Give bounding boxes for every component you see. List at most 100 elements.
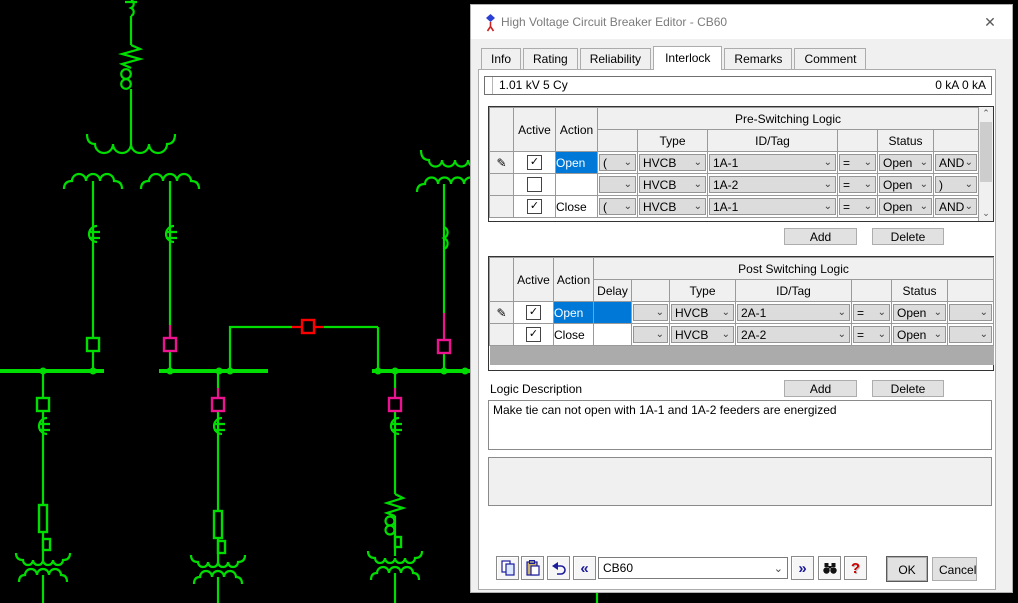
col-status: Status <box>877 129 934 152</box>
active-checkbox[interactable]: ✓ <box>526 305 541 320</box>
post-delete-button[interactable]: Delete <box>872 380 944 397</box>
operator-dropdown[interactable]: =⌄ <box>839 154 876 171</box>
status-dropdown[interactable]: Open⌄ <box>893 304 946 321</box>
three-winding-transformer[interactable] <box>62 133 201 190</box>
andor-dropdown[interactable]: AND⌄ <box>935 154 977 171</box>
chevron-down-icon: ⌄ <box>721 306 730 318</box>
tab-info[interactable]: Info <box>481 48 522 69</box>
table-row[interactable]: ⌄ HVCB⌄ 1A-2⌄ =⌄ Open⌄ )⌄ <box>489 173 979 196</box>
table-row[interactable]: ✎ ✓ Open ⌄ HVCB⌄ 2A-1⌄ =⌄ Open⌄ ⌄ <box>489 301 995 324</box>
tab-reliability[interactable]: Reliability <box>579 48 652 69</box>
undo-button[interactable] <box>547 556 570 580</box>
type-dropdown[interactable]: HVCB⌄ <box>639 154 706 171</box>
post-add-button[interactable]: Add <box>784 380 857 397</box>
table-row[interactable]: ✎ ✓ Open (⌄ HVCB⌄ 1A-1⌄ =⌄ Open⌄ AND⌄ <box>489 151 979 174</box>
titlebar[interactable]: High Voltage Circuit Breaker Editor - CB… <box>471 5 1012 39</box>
active-checkbox[interactable]: ✓ <box>527 155 542 170</box>
paren-dropdown[interactable]: ⌄ <box>633 304 668 321</box>
idtag-dropdown[interactable]: 2A-2⌄ <box>737 326 850 343</box>
action-cell[interactable]: Close <box>553 323 594 346</box>
scroll-thumb[interactable] <box>980 122 992 182</box>
active-checkbox[interactable]: ✓ <box>526 327 541 342</box>
help-button[interactable]: ? <box>844 556 867 580</box>
andor-dropdown[interactable]: ⌄ <box>949 326 993 343</box>
delay-cell[interactable] <box>593 323 632 346</box>
idtag-dropdown[interactable]: 1A-1⌄ <box>709 198 836 215</box>
scroll-down-icon[interactable]: ⌄ <box>982 208 990 218</box>
tie-breaker-CB60[interactable] <box>228 318 380 371</box>
action-cell[interactable]: Close <box>555 195 598 218</box>
paste-button[interactable] <box>521 556 544 580</box>
action-cell[interactable] <box>555 173 598 196</box>
andor-dropdown[interactable]: )⌄ <box>935 176 977 193</box>
pre-add-button[interactable]: Add <box>784 228 857 245</box>
chevron-down-icon: ⌄ <box>964 200 973 212</box>
element-combo[interactable]: CB60 ⌄ <box>598 557 788 579</box>
logic-description-text[interactable]: Make tie can not open with 1A-1 and 1A-2… <box>488 400 992 450</box>
col-action: Action <box>553 257 594 302</box>
breaker-open-green <box>85 336 101 353</box>
right-transformer-branch[interactable] <box>415 149 483 371</box>
tab-comment[interactable]: Comment <box>794 48 867 69</box>
type-dropdown[interactable]: HVCB⌄ <box>671 326 734 343</box>
andor-dropdown[interactable]: AND⌄ <box>935 198 977 215</box>
active-checkbox[interactable] <box>527 177 542 192</box>
pre-grid-scrollbar[interactable]: ⌃ ⌄ <box>978 107 993 221</box>
operator-dropdown[interactable]: =⌄ <box>839 198 876 215</box>
delay-cell[interactable] <box>593 301 632 324</box>
breaker-red-selected <box>300 318 316 335</box>
active-checkbox[interactable]: ✓ <box>527 199 542 214</box>
status-dropdown[interactable]: Open⌄ <box>879 176 932 193</box>
idtag-dropdown[interactable]: 2A-1⌄ <box>737 304 850 321</box>
idtag-dropdown[interactable]: 1A-1⌄ <box>709 154 836 171</box>
pre-delete-button[interactable]: Delete <box>872 228 944 245</box>
prev-icon: « <box>580 559 589 577</box>
rating-status-bar: 1.01 kV 5 Cy 0 kA 0 kA <box>484 76 992 95</box>
type-dropdown[interactable]: HVCB⌄ <box>639 198 706 215</box>
binoculars-icon <box>822 563 837 574</box>
feeder-left[interactable] <box>14 371 72 603</box>
action-cell[interactable]: Open <box>555 151 598 174</box>
feeder-right[interactable] <box>366 371 424 603</box>
bus-node-dots <box>39 367 469 375</box>
type-dropdown[interactable]: HVCB⌄ <box>671 304 734 321</box>
tab-rating[interactable]: Rating <box>523 48 578 69</box>
next-element-button[interactable]: » <box>791 556 814 580</box>
ok-button[interactable]: OK <box>887 557 927 581</box>
incomer-1A-1[interactable] <box>85 181 102 371</box>
col-idtag: ID/Tag <box>707 129 838 152</box>
close-icon[interactable]: ✕ <box>984 14 996 30</box>
paren-dropdown[interactable]: ⌄ <box>599 176 636 193</box>
utility-source-branch[interactable] <box>117 0 145 144</box>
operator-dropdown[interactable]: =⌄ <box>853 304 890 321</box>
find-button[interactable] <box>818 556 841 580</box>
tab-remarks[interactable]: Remarks <box>724 48 793 69</box>
status-dropdown[interactable]: Open⌄ <box>879 154 932 171</box>
operator-dropdown[interactable]: =⌄ <box>839 176 876 193</box>
chevron-down-icon: ⌄ <box>623 156 632 168</box>
col-active: Active <box>513 257 554 302</box>
previous-element-button[interactable]: « <box>573 556 596 580</box>
col-active: Active <box>513 107 556 152</box>
operator-dropdown[interactable]: =⌄ <box>853 326 890 343</box>
table-row[interactable]: ✓ Close ⌄ HVCB⌄ 2A-2⌄ =⌄ Open⌄ ⌄ <box>489 323 995 346</box>
andor-dropdown[interactable]: ⌄ <box>949 304 993 321</box>
action-cell[interactable]: Open <box>553 301 594 324</box>
feeder-middle[interactable] <box>189 371 247 603</box>
incomer-1A-2[interactable] <box>162 181 179 371</box>
idtag-dropdown[interactable]: 1A-2⌄ <box>709 176 836 193</box>
tab-strip: Info Rating Reliability Interlock Remark… <box>481 46 868 74</box>
status-dropdown[interactable]: Open⌄ <box>893 326 946 343</box>
paren-dropdown[interactable]: ⌄ <box>633 326 668 343</box>
scroll-up-icon[interactable]: ⌃ <box>982 108 990 118</box>
paren-dropdown[interactable]: (⌄ <box>599 198 636 215</box>
next-icon: » <box>798 559 807 577</box>
status-dropdown[interactable]: Open⌄ <box>879 198 932 215</box>
tab-interlock[interactable]: Interlock <box>653 46 723 70</box>
type-dropdown[interactable]: HVCB⌄ <box>639 176 706 193</box>
paren-dropdown[interactable]: (⌄ <box>599 154 636 171</box>
fuse <box>37 503 49 534</box>
cancel-button[interactable]: Cancel <box>932 557 977 581</box>
table-row[interactable]: ✓ Close (⌄ HVCB⌄ 1A-1⌄ =⌄ Open⌄ AND⌄ <box>489 195 979 218</box>
copy-button[interactable] <box>496 556 519 580</box>
